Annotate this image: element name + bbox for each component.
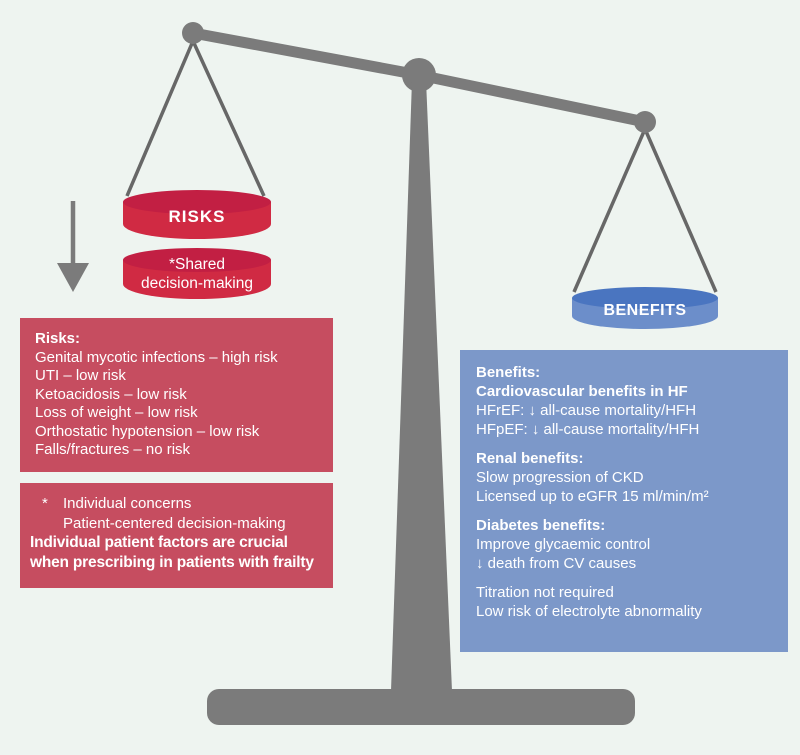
shared-disc-line1: *Shared bbox=[168, 256, 225, 273]
left-string-right bbox=[191, 40, 266, 197]
down-arrow-icon bbox=[57, 201, 89, 292]
spacer bbox=[476, 506, 772, 516]
spacer bbox=[476, 573, 772, 583]
benefits-pan-label: BENEFITS bbox=[603, 302, 687, 319]
right-string-left bbox=[572, 128, 647, 293]
benefit-line: HFrEF: ↓ all-cause mortality/HFH bbox=[476, 402, 697, 419]
concern-text-2: Patient-centered decision-making bbox=[63, 514, 286, 532]
scale-column bbox=[391, 80, 452, 691]
concern-bold-2: when prescribing in patients with frailt… bbox=[30, 553, 314, 571]
benefit-line: Licensed up to eGFR 15 ml/min/m² bbox=[476, 488, 709, 505]
risks-pan-top bbox=[123, 190, 271, 214]
benefit-section-heading: Cardiovascular benefits in HF bbox=[476, 383, 688, 400]
risk-item: Genital mycotic infections – high risk bbox=[35, 348, 278, 366]
pan-strings bbox=[125, 40, 718, 293]
benefits-pan: BENEFITS bbox=[572, 287, 718, 329]
concern-line-1: * Individual concerns bbox=[26, 494, 327, 514]
risk-item: Loss of weight – low risk bbox=[35, 404, 198, 421]
shared-disc-label: *Shared decision-making bbox=[123, 255, 271, 293]
benefit-line: Low risk of electrolyte abnormality bbox=[476, 603, 702, 620]
left-string-left bbox=[125, 40, 195, 197]
benefit-section-heading: Diabetes benefits: bbox=[476, 517, 606, 534]
concern-line-2: Patient-centered decision-making bbox=[26, 514, 327, 534]
benefits-pan-top bbox=[572, 287, 718, 309]
risk-item: Ketoacidosis – low risk bbox=[35, 385, 187, 403]
benefit-section-heading: Renal benefits: bbox=[476, 450, 584, 467]
risks-box: Risks: Genital mycotic infections – high… bbox=[20, 318, 333, 472]
asterisk-marker: * bbox=[42, 495, 48, 512]
risk-item: Falls/fractures – no risk bbox=[35, 441, 191, 458]
benefit-line: Improve glycaemic control bbox=[476, 536, 651, 553]
shared-decision-disc: *Shared decision-making bbox=[123, 248, 271, 299]
risks-pan-label: RISKS bbox=[168, 207, 226, 226]
risk-item: Orthostatic hypotension – low risk bbox=[35, 422, 260, 440]
beam-right-joint bbox=[634, 111, 656, 133]
right-string-right bbox=[643, 128, 718, 293]
beam-left-joint bbox=[182, 22, 204, 44]
risks-pan: RISKS bbox=[123, 190, 271, 239]
spacer bbox=[476, 439, 772, 449]
benefit-line: ↓ death from CV causes bbox=[476, 555, 637, 572]
beam-pivot bbox=[402, 58, 436, 92]
benefits-box: Benefits: Cardiovascular benefits in HF … bbox=[460, 350, 788, 652]
benefit-line: Titration not required bbox=[476, 584, 614, 601]
benefits-box-title: Benefits: bbox=[476, 364, 541, 381]
concerns-box: * Individual concerns Patient-centered d… bbox=[20, 483, 333, 588]
benefit-line: Slow progression of CKD bbox=[476, 469, 644, 486]
risk-item: UTI – low risk bbox=[35, 367, 126, 384]
benefit-line: HFpEF: ↓ all-cause mortality/HFH bbox=[476, 421, 700, 438]
concern-bold-1: Individual patient factors are crucial bbox=[30, 534, 288, 551]
shared-disc-line2: decision-making bbox=[141, 275, 253, 292]
scale-base bbox=[207, 689, 635, 725]
risks-box-title: Risks: bbox=[35, 330, 81, 347]
shared-disc-top bbox=[123, 248, 271, 272]
concern-text-1: Individual concerns bbox=[63, 495, 192, 512]
